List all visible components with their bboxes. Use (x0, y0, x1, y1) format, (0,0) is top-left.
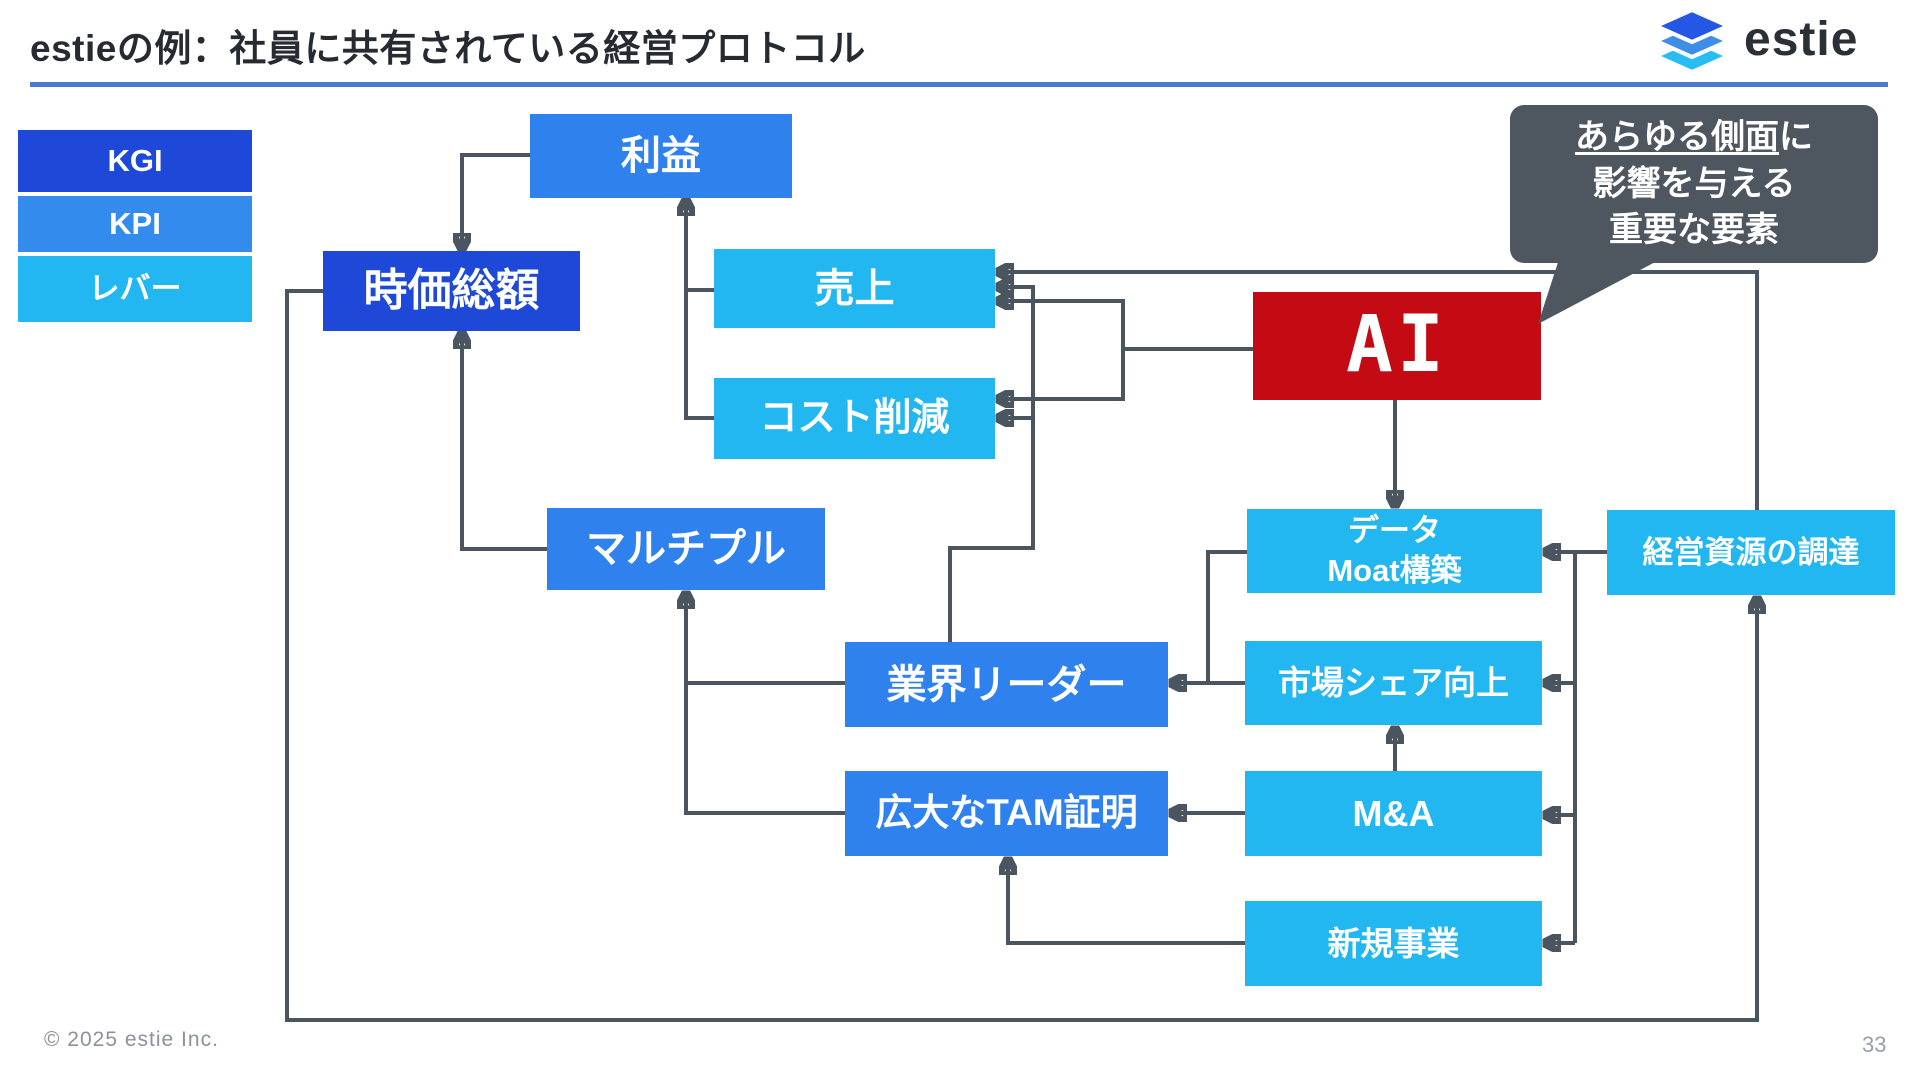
node-ma-label: M&A (1352, 792, 1435, 834)
arrow-shinki-to-tam (1008, 862, 1245, 945)
legend-item-kpi: KPI (18, 196, 252, 252)
node-industry-leader-label: 業界リーダー (886, 662, 1127, 707)
node-data-moat-line2: Moat構築 (1327, 553, 1462, 588)
legend-item-kgi: KGI (18, 130, 252, 192)
node-market-share: 市場シェア向上 (1245, 641, 1542, 725)
page-number: 33 (1862, 1032, 1887, 1057)
arrow-ai-to-uriage (1001, 301, 1253, 351)
node-vast-tam: 広大なTAM証明 (845, 771, 1168, 856)
node-market-cap-label: 時価総額 (363, 265, 540, 315)
node-resource-procurement: 経営資源の調達 (1607, 510, 1895, 595)
node-cost-reduction-label: コスト削減 (759, 396, 950, 439)
node-revenue-label: 売上 (814, 266, 895, 311)
callout-line1: あらゆる側面に (1575, 114, 1813, 161)
node-market-share-label: 市場シェア向上 (1278, 664, 1509, 702)
arrow-ai-to-cost (1001, 349, 1125, 399)
node-revenue: 売上 (714, 249, 995, 328)
line-tam-to-multiple (684, 683, 845, 815)
node-ai-label: AI (1346, 300, 1448, 391)
node-new-business: 新規事業 (1245, 901, 1542, 986)
callout-line1-underlined: あらゆる側面 (1575, 117, 1779, 156)
estie-logo-icon (1651, 7, 1733, 75)
node-multiple-label: マルチプル (586, 527, 786, 571)
legend-kgi-label: KGI (107, 143, 163, 179)
slide-title: estieの例：社員に共有されている経営プロトコル (30, 28, 866, 69)
line-moat-to-gyokai (1206, 550, 1247, 683)
legend-lever-label: レバー (88, 271, 182, 307)
node-new-business-label: 新規事業 (1327, 924, 1460, 962)
copyright: © 2025 estie Inc. (44, 1028, 219, 1051)
header-divider (30, 82, 1888, 87)
node-cost-reduction: コスト削減 (714, 378, 995, 459)
legend-kpi-label: KPI (109, 206, 161, 242)
callout-line3: 重要な要素 (1609, 211, 1779, 250)
estie-logo: estie (1648, 4, 1898, 76)
node-industry-leader: 業界リーダー (845, 642, 1168, 727)
arrow-uriage-cost-to-rieki (686, 203, 714, 420)
node-resource-procurement-label: 経営資源の調達 (1642, 534, 1860, 570)
arrow-rieki-to-jika (462, 153, 530, 246)
node-data-moat-line1: データ (1348, 512, 1441, 548)
node-profit-label: 利益 (621, 134, 701, 178)
node-ai: AI (1253, 292, 1541, 400)
callout-bubble: あらゆる側面に 影響を与える 重要な要素 (1510, 105, 1878, 263)
node-ma: M&A (1245, 771, 1542, 856)
legend-item-lever: レバー (18, 256, 252, 322)
arrow-multiple-to-jika (462, 336, 547, 551)
node-multiple: マルチプル (547, 508, 825, 590)
node-vast-tam-label: 広大なTAM証明 (875, 792, 1138, 834)
node-data-moat: データ Moat構築 (1247, 509, 1542, 593)
arrow-gyokai-tam-to-multiple (686, 596, 845, 685)
node-profit: 利益 (530, 114, 792, 198)
callout-line2: 影響を与える (1592, 164, 1796, 203)
callout-line1-rest: に (1779, 117, 1813, 156)
node-market-cap: 時価総額 (323, 251, 580, 331)
arrow-gyokai-to-uriage (948, 287, 1035, 642)
estie-logo-text: estie (1744, 13, 1859, 66)
